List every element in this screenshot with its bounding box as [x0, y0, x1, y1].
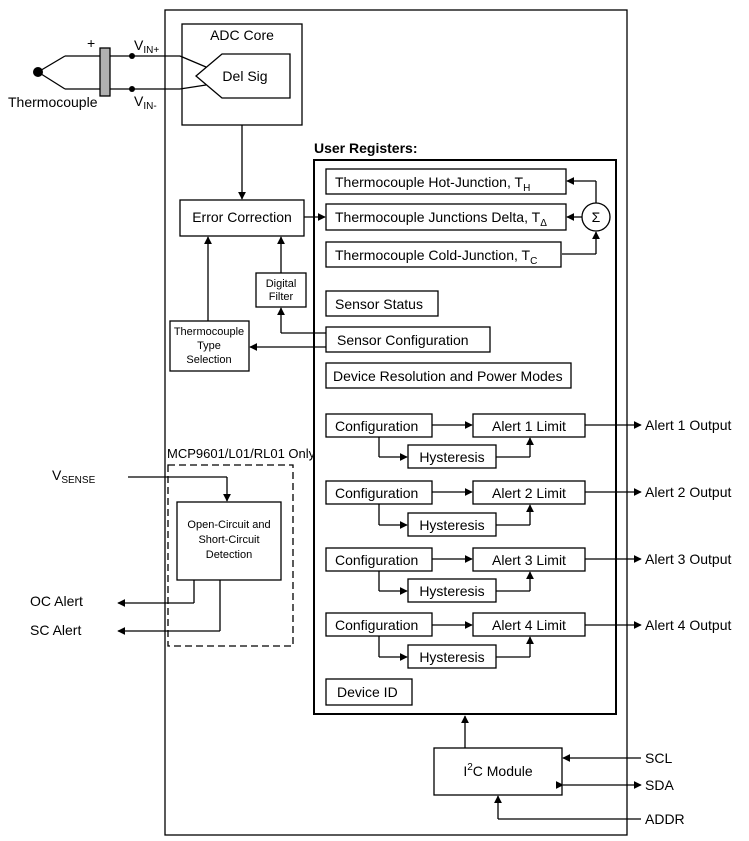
error-correction-label: Error Correction — [192, 209, 292, 225]
sc-alert-label: SC Alert — [30, 622, 81, 638]
oc-sc-detection-box — [176, 501, 282, 581]
mcp-only-region — [167, 464, 294, 647]
alert-2-output: Alert 2 Output — [645, 484, 731, 500]
sensor-status-register — [325, 290, 439, 317]
junctions-delta-label: Thermocouple Junctions Delta, TΔ — [335, 209, 547, 229]
alert-2-hysteresis: Hysteresis — [419, 517, 484, 533]
sensor-configuration-label: Sensor Configuration — [337, 332, 469, 348]
cold-junction-register — [325, 241, 562, 268]
thermocouple-label: Thermocouple — [8, 94, 98, 110]
alert-4-hysteresis: Hysteresis — [419, 649, 484, 665]
digital-filter-box — [255, 272, 307, 308]
alert-3-hysteresis: Hysteresis — [419, 583, 484, 599]
scl-label: SCL — [645, 750, 672, 766]
sigma-symbol: Σ — [592, 209, 601, 225]
device-id-register — [325, 678, 413, 706]
vin-minus-label: VIN- — [134, 93, 157, 112]
tc-type-selection-box — [169, 320, 250, 372]
del-sig-label: Del Sig — [222, 68, 267, 84]
digital-filter-label-2: Filter — [269, 291, 294, 303]
alert-1-group: Configuration Alert 1 Limit Hysteresis — [325, 413, 642, 469]
hot-junction-label: Thermocouple Hot-Junction, TH — [335, 174, 530, 194]
alert-1-hysteresis: Hysteresis — [419, 449, 484, 465]
alert-2-configuration: Configuration — [335, 485, 418, 501]
resolution-power-register — [325, 362, 572, 389]
i2c-module-box — [433, 747, 563, 796]
mcp-only-label: MCP9601/L01/RL01 Only — [167, 446, 316, 461]
alert-3-limit: Alert 3 Limit — [492, 552, 566, 568]
tc-type-label-3: Selection — [186, 354, 231, 366]
sensor-status-label: Sensor Status — [335, 296, 423, 312]
cold-junction-label: Thermocouple Cold-Junction, TC — [335, 247, 537, 267]
thermocouple-probe — [33, 47, 135, 97]
user-registers-title: User Registers: — [314, 140, 418, 156]
plus-sign: + — [87, 35, 95, 51]
alert-4-group: Configuration Alert 4 Limit Hysteresis — [325, 612, 642, 669]
alert-1-output: Alert 1 Output — [645, 417, 731, 433]
sda-label: SDA — [645, 777, 674, 793]
alert-3-group: Configuration Alert 3 Limit Hysteresis — [325, 547, 642, 603]
adc-core-title: ADC Core — [210, 27, 274, 43]
digital-filter-label-1: Digital — [266, 278, 297, 290]
alert-4-configuration: Configuration — [335, 617, 418, 633]
del-sig-symbol — [194, 53, 291, 99]
device-id-label: Device ID — [337, 684, 398, 700]
alert-4-output: Alert 4 Output — [645, 617, 731, 633]
resolution-power-label: Device Resolution and Power Modes — [333, 368, 563, 384]
vsense-label: VSENSE — [52, 467, 96, 486]
alert-1-configuration: Configuration — [335, 418, 418, 434]
oc-sc-label-3: Detection — [206, 549, 252, 561]
alert-2-limit: Alert 2 Limit — [492, 485, 566, 501]
i2c-module-label: I2C Module — [463, 762, 533, 779]
sensor-configuration-register — [325, 326, 491, 353]
oc-alert-label: OC Alert — [30, 593, 83, 609]
vin-plus-label: VIN+ — [134, 37, 159, 56]
error-correction-box — [179, 199, 305, 237]
addr-label: ADDR — [645, 811, 685, 827]
tc-type-label-2: Type — [197, 340, 221, 352]
hot-junction-register — [325, 168, 567, 195]
oc-sc-label-1: Open-Circuit and — [187, 519, 270, 531]
alert-2-group: Configuration Alert 2 Limit Hysteresis — [325, 480, 642, 537]
user-registers-panel — [313, 159, 617, 715]
tc-type-label-1: Thermocouple — [174, 326, 244, 338]
alert-4-limit: Alert 4 Limit — [492, 617, 566, 633]
junctions-delta-register — [325, 203, 567, 231]
oc-sc-label-2: Short-Circuit — [198, 534, 259, 546]
alert-1-limit: Alert 1 Limit — [492, 418, 566, 434]
alert-3-output: Alert 3 Output — [645, 551, 731, 567]
alert-3-configuration: Configuration — [335, 552, 418, 568]
